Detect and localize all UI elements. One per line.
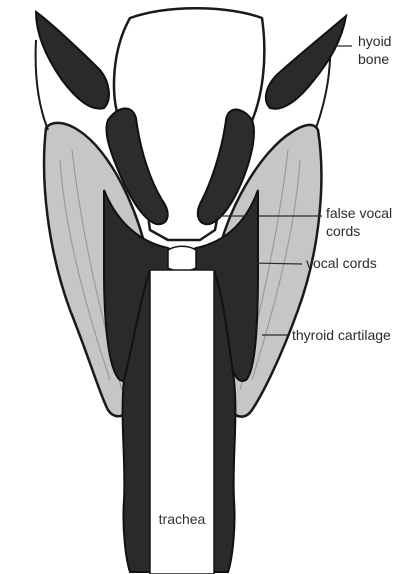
hyoid-bone-label-line2: bone bbox=[358, 51, 389, 67]
glottis bbox=[168, 246, 196, 271]
hyoid-bone-label-line1: hyoid bbox=[358, 33, 391, 49]
false-vocal-cords-label-line1: false vocal bbox=[326, 205, 392, 221]
hyoid-bone-left bbox=[36, 12, 109, 109]
vocal-cords-label: vocal cords bbox=[306, 255, 377, 271]
false-vocal-cords-label-line2: cords bbox=[326, 223, 360, 239]
hyoid-bone-right bbox=[266, 16, 346, 109]
thyroid-cartilage-label: thyroid cartilage bbox=[292, 327, 391, 343]
trachea-lumen bbox=[150, 270, 214, 574]
trachea-label: trachea bbox=[159, 511, 206, 527]
